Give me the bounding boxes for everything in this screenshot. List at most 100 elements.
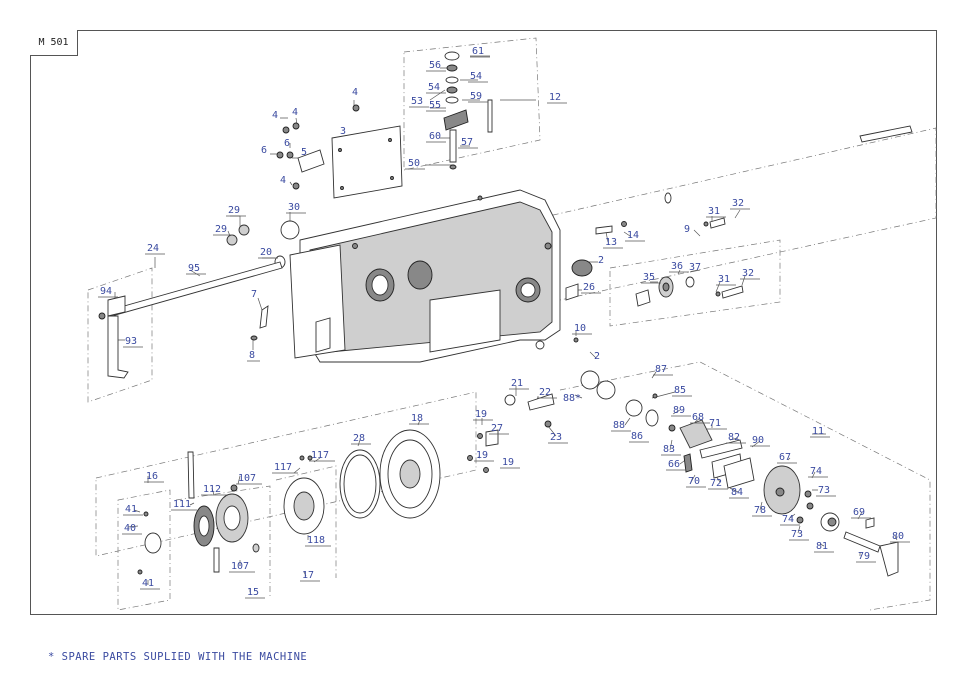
left-parts xyxy=(98,104,360,379)
callout-55: 55 xyxy=(429,100,441,111)
side-cover-plate xyxy=(331,125,403,199)
callout-78: 78 xyxy=(754,505,766,516)
callout-31: 31 xyxy=(718,274,730,285)
callout-117: 117 xyxy=(311,450,329,461)
callout-59: 59 xyxy=(470,91,482,102)
callout-27: 27 xyxy=(491,423,503,434)
callout-71: 71 xyxy=(709,418,721,429)
callout-56: 56 xyxy=(429,60,441,71)
callout-85: 85 xyxy=(674,385,686,396)
leader-lines xyxy=(114,55,898,592)
callout-6: 6 xyxy=(261,145,267,156)
callout-13: 13 xyxy=(605,237,617,248)
footnote: * SPARE PARTS SUPLIED WITH THE MACHINE xyxy=(48,651,308,663)
callout-22: 22 xyxy=(539,387,551,398)
callout-41: 41 xyxy=(125,504,137,515)
callout-19: 19 xyxy=(476,450,488,461)
callout-29: 29 xyxy=(228,205,240,216)
callout-50: 50 xyxy=(408,158,420,169)
callout-28: 28 xyxy=(353,433,365,444)
main-housing xyxy=(289,189,561,363)
callout-67: 67 xyxy=(779,452,791,463)
callout-4: 4 xyxy=(352,87,358,98)
callout-labels: 61 56 54 54 53 59 55 12 60 57 50 4 4 4 4… xyxy=(100,46,904,598)
callout-53: 53 xyxy=(411,96,423,107)
callout-37: 37 xyxy=(689,262,701,273)
callout-83: 83 xyxy=(663,444,675,455)
callout-57: 57 xyxy=(461,137,473,148)
callout-88: 88 xyxy=(613,420,625,431)
drawing-frame xyxy=(30,30,937,615)
callout-6: 6 xyxy=(284,138,290,149)
callout-81: 81 xyxy=(816,541,828,552)
callout-111: 111 xyxy=(173,499,191,510)
callout-26: 26 xyxy=(583,282,595,293)
callout-14: 14 xyxy=(627,230,639,241)
callout-underlines xyxy=(98,56,910,599)
callout-2: 2 xyxy=(598,255,604,266)
callout-61: 61 xyxy=(472,46,484,57)
callout-68: 68 xyxy=(692,412,704,423)
callout-89: 89 xyxy=(673,405,685,416)
callout-18: 18 xyxy=(411,413,423,424)
model-code-box: M 501 xyxy=(30,30,78,56)
callout-8: 8 xyxy=(249,350,255,361)
callout-32: 32 xyxy=(732,198,744,209)
callout-5: 5 xyxy=(301,147,307,158)
callout-73: 73 xyxy=(791,529,803,540)
callout-73: 73 xyxy=(818,485,830,496)
callout-94: 94 xyxy=(100,286,112,297)
callout-54: 54 xyxy=(470,71,482,82)
callout-72: 72 xyxy=(710,478,722,489)
callout-86: 86 xyxy=(631,431,643,442)
callout-30: 30 xyxy=(288,202,300,213)
callout-88: 88* xyxy=(563,393,581,404)
callout-4: 4 xyxy=(280,175,286,186)
callout-74: 74 xyxy=(782,514,794,525)
callout-35: 35 xyxy=(643,272,655,283)
callout-80: 80 xyxy=(892,531,904,542)
callout-60: 60 xyxy=(429,131,441,142)
callout-11: 11 xyxy=(812,426,824,437)
callout-15: 15 xyxy=(247,587,259,598)
lower-left-assembly xyxy=(137,429,499,575)
callout-117: 117 xyxy=(274,462,292,473)
callout-12: 12 xyxy=(549,92,561,103)
top-assembly xyxy=(443,51,493,170)
callout-32: 32 xyxy=(742,268,754,279)
callout-93: 93 xyxy=(125,336,137,347)
callout-17: 17 xyxy=(302,570,314,581)
callout-36: 36 xyxy=(671,261,683,272)
callout-69: 69 xyxy=(853,507,865,518)
callout-16: 16 xyxy=(146,471,158,482)
callout-3: 3 xyxy=(340,126,346,137)
callout-118: 118 xyxy=(307,535,325,546)
callout-107: 107 xyxy=(238,473,256,484)
callout-31: 31 xyxy=(708,206,720,217)
callout-84: 84 xyxy=(731,487,743,498)
callout-10: 10 xyxy=(574,323,586,334)
callout-54: 54 xyxy=(428,82,440,93)
model-code: M 501 xyxy=(38,37,69,48)
callout-107: 107 xyxy=(231,561,249,572)
callout-24: 24 xyxy=(147,243,159,254)
callout-79: 79 xyxy=(858,551,870,562)
callout-95: 95 xyxy=(188,263,200,274)
callout-74: 74 xyxy=(810,466,822,477)
callout-4: 4 xyxy=(272,110,278,121)
callout-40: 40 xyxy=(124,523,136,534)
callout-21: 21 xyxy=(511,378,523,389)
callout-41: 41 xyxy=(142,578,154,589)
right-upper-parts xyxy=(565,125,913,343)
callout-23: 23 xyxy=(550,432,562,443)
lower-right-assembly xyxy=(504,370,899,577)
callout-19: 19 xyxy=(502,457,514,468)
callout-9: 9 xyxy=(684,224,690,235)
callout-82: 82 xyxy=(728,432,740,443)
callout-87: 87 xyxy=(655,364,667,375)
callout-90: 90 xyxy=(752,435,764,446)
callout-20: 20 xyxy=(260,247,272,258)
callout-19: 19 xyxy=(475,409,487,420)
callout-29: 29 xyxy=(215,224,227,235)
